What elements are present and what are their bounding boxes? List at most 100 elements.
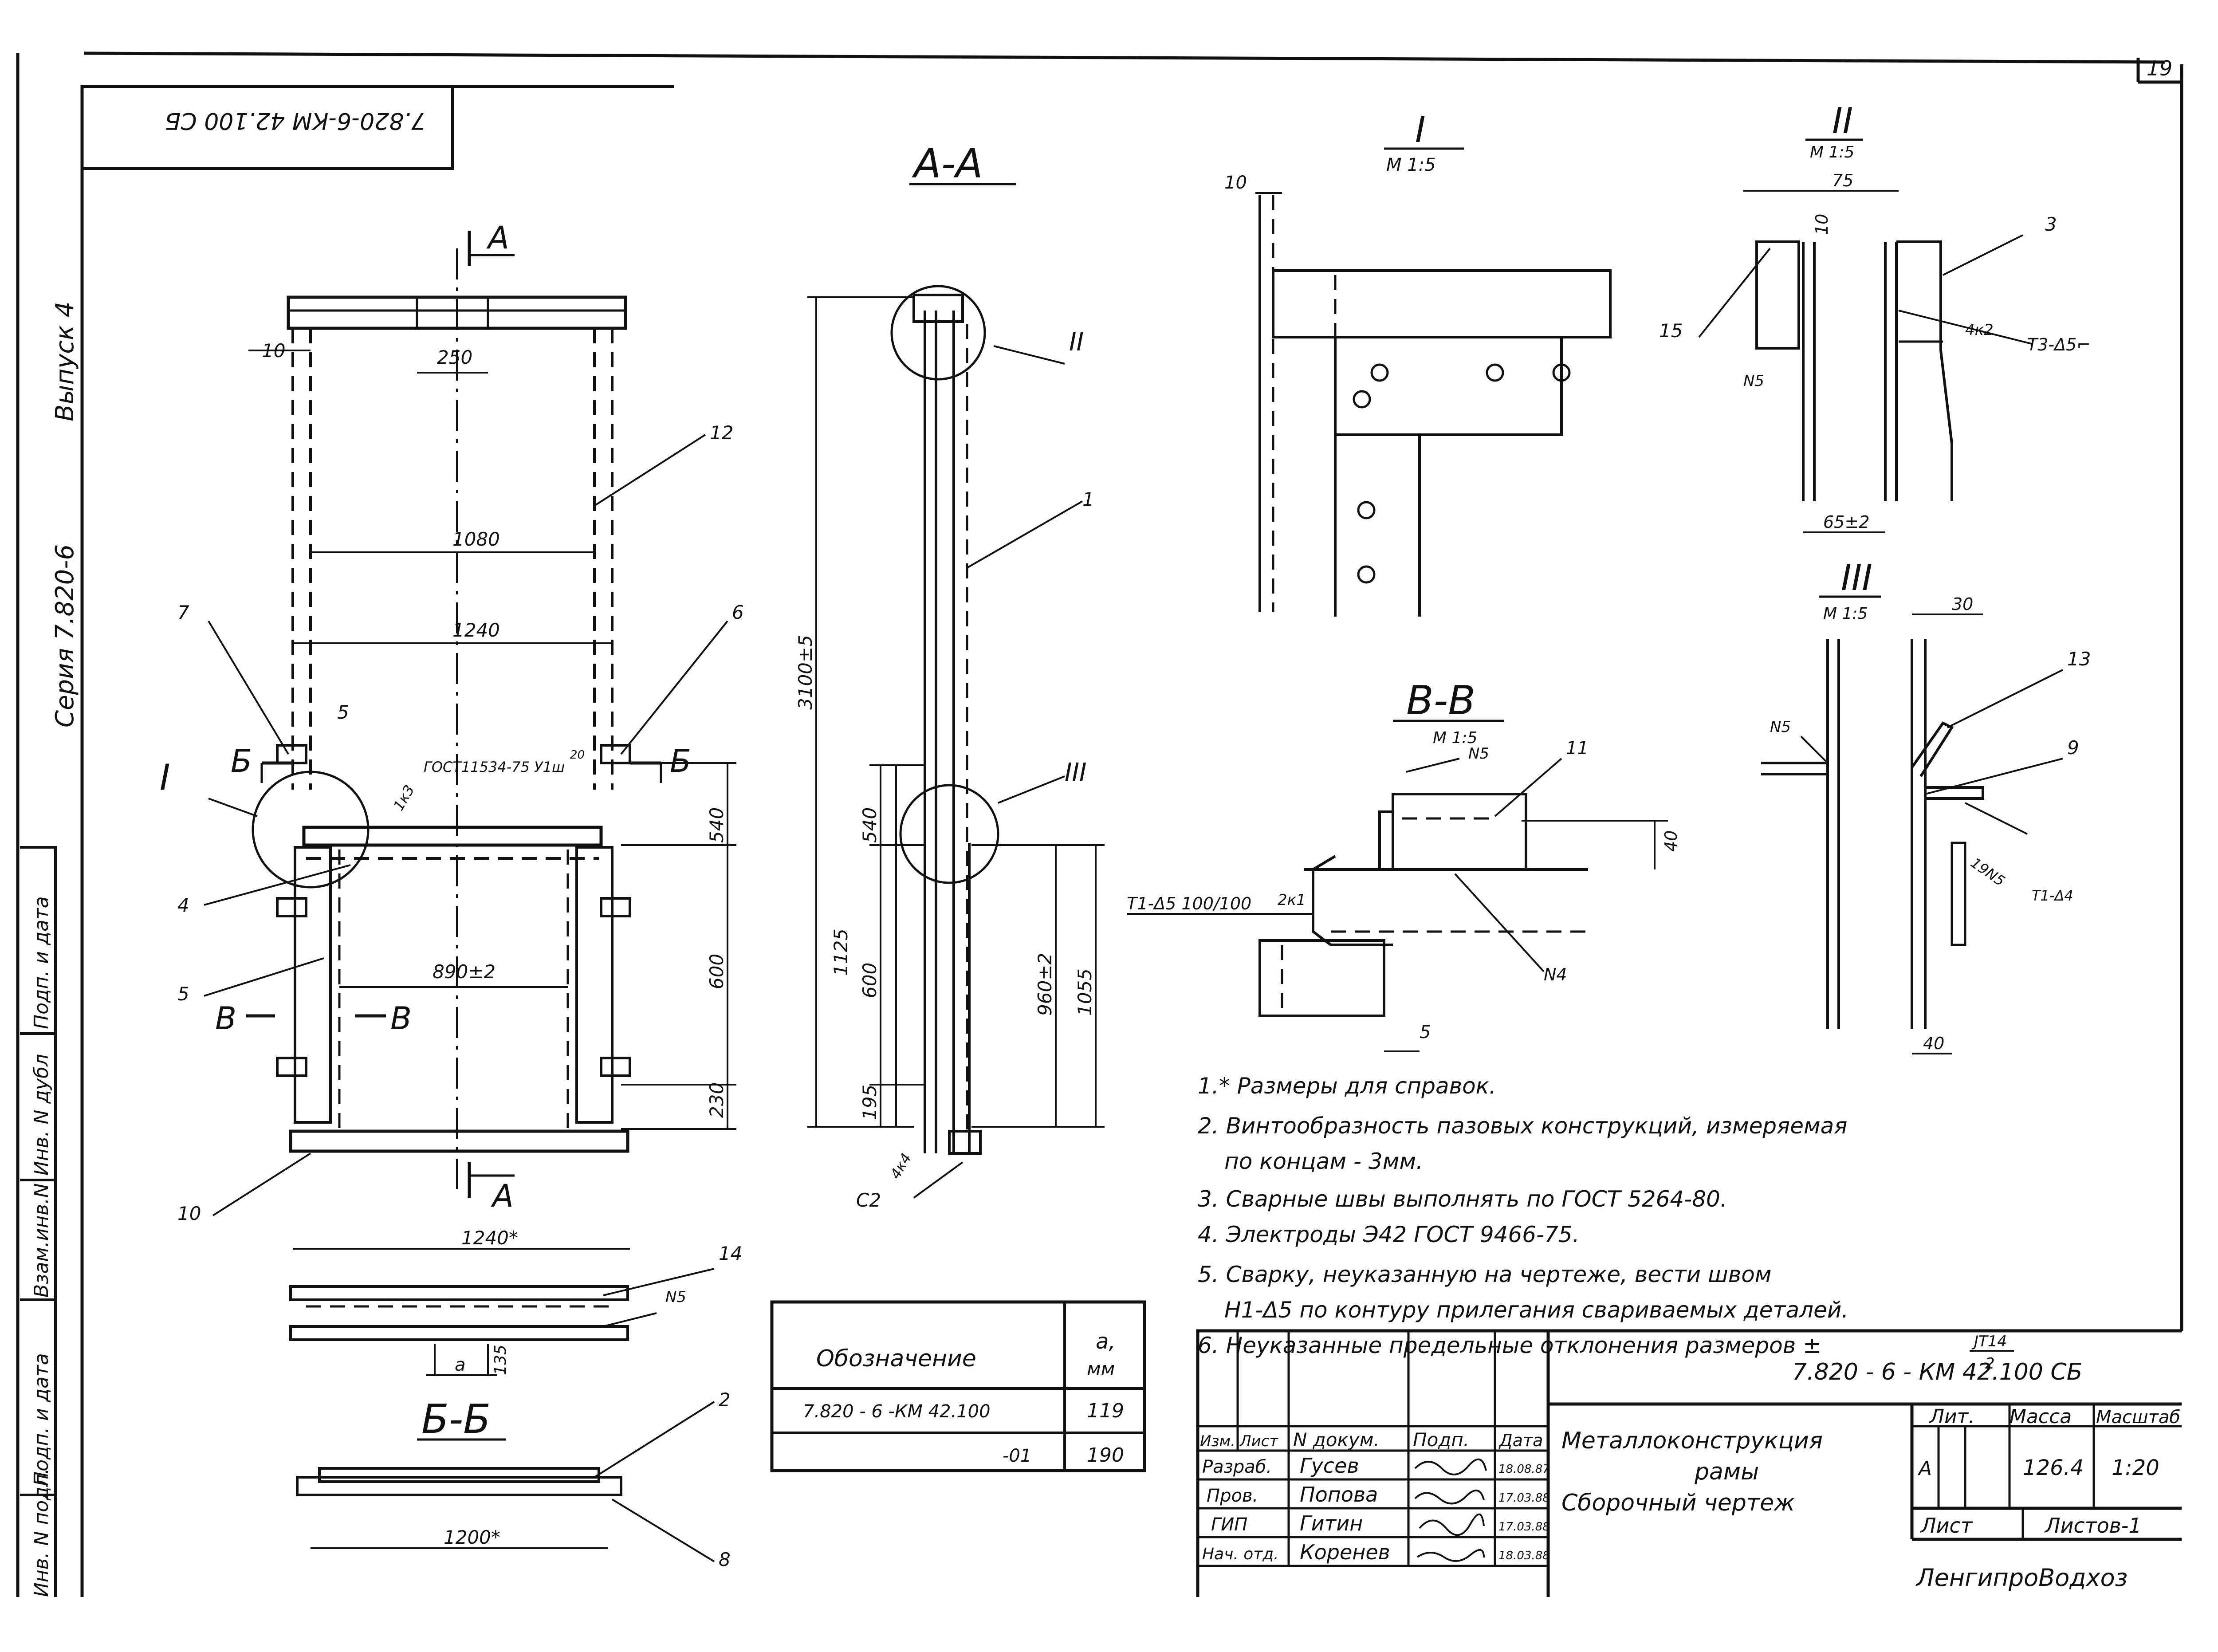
- dim-195: 195: [859, 1085, 881, 1120]
- col-header-list: Лист: [1239, 1432, 1278, 1450]
- weld-t1: Т1-Δ5 100/100: [1127, 894, 1251, 913]
- dim-600: 600: [706, 954, 728, 989]
- section-mark-a-bottom: А: [491, 1178, 514, 1214]
- dim-135: 135: [492, 1345, 510, 1375]
- detail-mark-ii: II: [1069, 328, 1084, 357]
- callout-10-bottom: 10: [177, 1203, 201, 1224]
- dim-230: 230: [706, 1082, 728, 1118]
- note-2-cont: по концам - 3мм.: [1224, 1149, 1423, 1174]
- dim-960: 960±2: [1034, 953, 1056, 1016]
- note-3: 3. Сварные швы выполнять по ГОСТ 5264-80…: [1198, 1186, 1727, 1212]
- callout-7: 7: [177, 602, 189, 623]
- callout-5: 5: [177, 983, 189, 1005]
- scale-value: 1:20: [2112, 1455, 2159, 1480]
- callout-iii-n5: N5: [1770, 718, 1791, 736]
- table-row-a: 119: [1087, 1400, 1124, 1422]
- dim-iii-40: 40: [1923, 1034, 1944, 1053]
- section-mark-v-left: В: [215, 1000, 236, 1037]
- dim-1200-ref: 1200*: [444, 1526, 500, 1548]
- callout-4k4: 4к4: [887, 1150, 915, 1182]
- signature: [1419, 1513, 1485, 1536]
- dim-5: 5: [337, 701, 349, 723]
- row-date: 18.08.87: [1498, 1463, 1550, 1476]
- col-header-doc: N докум.: [1293, 1429, 1380, 1451]
- section-mark-v-right: В: [390, 1000, 412, 1037]
- title-line-3: Сборочный чертеж: [1561, 1490, 1795, 1516]
- side-series: Серия 7.820-6: [51, 544, 79, 728]
- note-5-cont: Н1-Δ5 по контуру прилегания свариваемых …: [1224, 1297, 1848, 1323]
- dim-75: 75: [1832, 171, 1853, 190]
- signature: [1416, 1549, 1485, 1562]
- callout-t1-d4: Т1-Δ4: [2032, 887, 2073, 904]
- callout-4k2: 4к2: [1965, 321, 1994, 339]
- side-issue: Выпуск 4: [51, 302, 79, 421]
- callout-1: 1: [1082, 488, 1094, 510]
- row-role: Нач. отд.: [1202, 1545, 1279, 1563]
- side-col-replace: Взам.инв.N: [30, 1183, 53, 1298]
- callout-13: 13: [2067, 648, 2091, 670]
- callout-3: 3: [2045, 213, 2057, 235]
- dim-65: 65±2: [1823, 512, 1869, 532]
- col-header-izm: Изм.: [1200, 1432, 1235, 1450]
- side-col-inv: Инв. N подл.: [30, 1468, 53, 1597]
- callout-n4: N4: [1544, 965, 1567, 984]
- detail-ii: [1698, 190, 2032, 533]
- scale-iii: М 1:5: [1823, 605, 1868, 623]
- view-title-iii: III: [1841, 557, 1872, 598]
- detail-mark-i: I: [160, 757, 170, 798]
- tolerance-bottom: 2: [1985, 1355, 1995, 1373]
- scale-i: М 1:5: [1386, 155, 1436, 175]
- row-role: Пров.: [1207, 1486, 1258, 1506]
- weld-side: 1к3: [390, 782, 418, 814]
- section-mark-b-left: Б: [231, 743, 252, 779]
- dim-540: 540: [706, 807, 728, 843]
- section-vv: [1258, 758, 1668, 1052]
- view-title-aa: А-А: [912, 141, 983, 187]
- row-name: Гусев: [1300, 1454, 1359, 1478]
- dim-aa-600: 600: [859, 963, 881, 998]
- row-role: ГИП: [1211, 1514, 1247, 1535]
- view-title-vv: В-В: [1406, 677, 1475, 724]
- people-rows: Разраб. Гусев 18.08.87 Пров. Попова 17.0…: [1202, 1454, 1550, 1564]
- side-stamp-columns: Инв. N подл. Подп. и дата Взам.инв.N Инв…: [20, 846, 57, 1597]
- scale-vv: М 1:5: [1433, 729, 1477, 747]
- row-name: Попова: [1300, 1483, 1378, 1506]
- row-name: Гитин: [1300, 1511, 1363, 1535]
- table-header-mm: мм: [1087, 1358, 1115, 1380]
- callout-2k1: 2к1: [1278, 891, 1306, 909]
- weld-note: ГОСТ11534-75 У1ш: [424, 759, 565, 775]
- title-line-2: рамы: [1694, 1459, 1759, 1485]
- view-title-ii: II: [1832, 100, 1853, 142]
- table-row-code: 7.820 - 6 -КМ 42.100: [803, 1401, 991, 1422]
- table-row-code: -01: [1003, 1446, 1031, 1466]
- tolerance-top: JT14: [1971, 1333, 2007, 1350]
- callout-vv-n5: N5: [1468, 745, 1489, 763]
- title-block: [1196, 1329, 2182, 1597]
- lit-value: А: [1917, 1457, 1932, 1480]
- view-title-bb: Б-Б: [421, 1396, 491, 1443]
- dim-detail-i-10: 10: [1224, 173, 1247, 193]
- callout-2: 2: [719, 1389, 731, 1411]
- note-1: 1.* Размеры для справок.: [1198, 1073, 1496, 1099]
- title-line-1: Металлоконструкция: [1561, 1428, 1823, 1454]
- dim-30: 30: [1952, 594, 1973, 614]
- row-name: Коренев: [1300, 1540, 1390, 1564]
- note-5: 5. Сварку, неуказанную на чертеже, вести…: [1198, 1262, 1772, 1287]
- table-header-a: a,: [1096, 1329, 1116, 1354]
- row-date: 18.03.88: [1498, 1549, 1550, 1562]
- col-header-sign: Подп.: [1413, 1429, 1469, 1451]
- section-mark-b-right: Б: [670, 743, 691, 779]
- lit-label: Лит.: [1929, 1405, 1974, 1428]
- side-col-sign1: Подп. и дата: [30, 1353, 53, 1486]
- mass-label: Масса: [2010, 1405, 2072, 1428]
- front-view: [204, 231, 736, 1216]
- callout-10-top: 10: [262, 340, 285, 362]
- sheet-label: Лист: [1920, 1514, 1973, 1538]
- rotated-stamp: 7.820-6-КМ 42.100 СБ: [82, 87, 454, 170]
- title-code: 7.820 - 6 - КМ 42.100 СБ: [1792, 1359, 2082, 1385]
- callout-19n5: 19N5: [1967, 854, 2008, 889]
- row-date: 17.03.88: [1498, 1491, 1550, 1505]
- signature: [1414, 1489, 1485, 1505]
- dim-vv-40: 40: [1661, 830, 1681, 852]
